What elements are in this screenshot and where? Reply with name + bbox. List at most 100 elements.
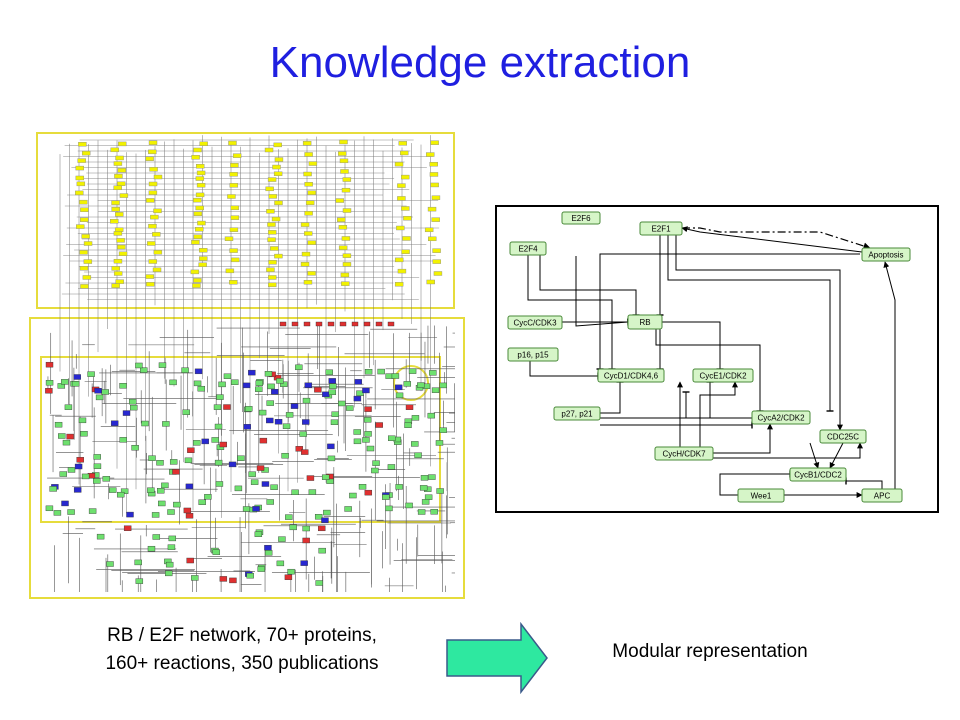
module-node-e2f1: E2F1 [639,221,683,236]
map-node [258,409,267,416]
map-node [157,488,165,494]
map-node [308,161,318,166]
map-node [429,161,438,167]
map-node [234,485,243,492]
map-node [276,378,284,384]
map-node [246,572,254,579]
map-node [267,383,275,390]
map-node [214,423,223,430]
map-node [254,531,263,537]
module-edge [600,381,624,414]
network-caption-line1: RB / E2F network, 70+ proteins, [107,625,377,646]
module-edge [667,235,834,412]
map-node [156,460,164,466]
map-node [45,361,54,368]
map-node [430,182,439,188]
map-node [186,557,194,564]
map-node [421,499,430,505]
map-node [94,388,102,394]
module-node-e2f6: E2F6 [561,211,601,225]
right-arrow-icon [446,622,548,694]
map-node [76,181,86,187]
map-node [148,223,157,229]
map-node [148,140,158,145]
map-node [321,517,329,523]
map-node [119,383,127,389]
map-node [141,420,149,427]
map-node [398,141,408,146]
map-node [216,394,224,400]
map-node [394,282,404,287]
map-node [304,382,313,388]
map-node [87,371,95,377]
map-node [382,494,390,500]
map-node [349,492,357,499]
map-node [330,419,339,425]
map-node [281,452,289,459]
module-edge-apoptosis [682,227,871,250]
map-node [308,489,317,495]
map-node [268,275,277,280]
map-node [279,321,287,327]
map-node [76,457,84,463]
map-node [148,149,157,155]
map-node [229,172,238,177]
map-node [66,433,74,440]
map-node [201,438,209,445]
map-node [195,176,205,181]
map-node [75,190,84,196]
module-edge [655,328,764,412]
map-node [337,151,347,156]
map-node [396,225,405,231]
map-node [88,508,97,514]
map-node [385,505,393,512]
map-node [439,382,447,389]
map-node [335,198,345,203]
map-node [119,437,127,443]
map-node [302,397,311,404]
map-node [431,217,440,222]
map-node [304,182,313,187]
module-edge [845,477,883,489]
map-node [153,208,162,214]
map-node [257,566,265,572]
module-label-cyca2: CycA2/CDK2 [757,414,805,423]
map-node [399,150,409,156]
map-node [113,271,123,276]
map-node [429,172,439,177]
map-node [395,484,403,490]
map-node [401,206,410,211]
map-node [80,207,89,212]
map-node [242,382,251,389]
map-node [230,163,239,168]
map-node [211,437,219,443]
map-node [230,205,239,211]
map-node [403,381,412,387]
map-node [117,244,126,250]
map-node [394,161,404,167]
map-node [75,165,84,171]
module-label-cycb1: CycB1/CDC2 [794,471,842,480]
map-node [167,509,175,515]
map-node [363,321,371,327]
map-node [394,257,404,263]
map-node [276,560,285,567]
map-node [229,248,238,253]
map-node [101,389,109,395]
map-node [290,403,299,409]
map-node [405,404,414,410]
map-node [285,412,294,418]
map-node [116,238,125,243]
map-node [303,280,313,285]
module-label-p16: p16, p15 [517,351,549,360]
map-node [229,227,239,232]
map-node [81,150,91,156]
map-node [195,227,204,232]
map-node [83,241,93,246]
map-node [287,568,295,575]
map-node [245,406,253,412]
map-node [126,511,134,518]
module-node-wee1: Wee1 [737,488,785,503]
map-node [229,280,238,285]
